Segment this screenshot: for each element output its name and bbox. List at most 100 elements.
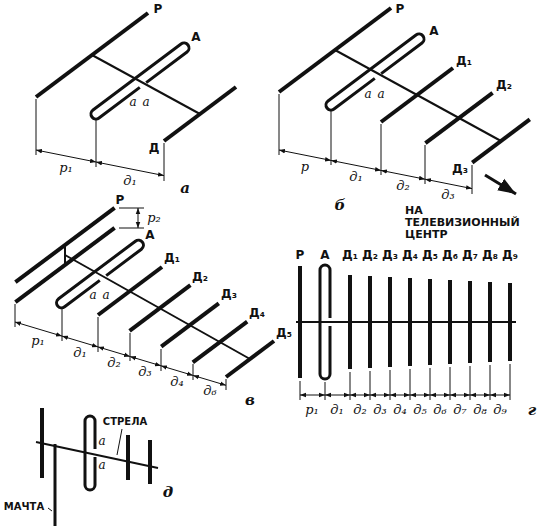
element-label: Р bbox=[116, 194, 125, 207]
dimension-line bbox=[390, 395, 410, 396]
boom bbox=[335, 50, 501, 141]
boom bbox=[36, 442, 158, 468]
terminal-label: а bbox=[89, 289, 96, 302]
antenna-element bbox=[348, 275, 352, 369]
antenna-element bbox=[98, 267, 162, 315]
direction-arrow bbox=[485, 175, 516, 194]
mast bbox=[54, 444, 57, 526]
dimension-line bbox=[300, 395, 325, 396]
extension-line bbox=[325, 382, 326, 400]
antenna-element bbox=[15, 228, 114, 302]
dimension-label: р₁ bbox=[59, 161, 73, 175]
element-label: Д₆ bbox=[442, 249, 458, 262]
terminal-label: а bbox=[142, 96, 149, 109]
antenna-d bbox=[36, 408, 158, 526]
extension-line bbox=[193, 364, 194, 380]
dimension-line bbox=[430, 395, 450, 396]
dimension-label: д₅ bbox=[413, 403, 426, 417]
leader-line bbox=[117, 429, 122, 455]
antenna-element bbox=[408, 278, 412, 366]
element-label: А bbox=[320, 249, 329, 262]
terminal-label: а bbox=[98, 459, 105, 472]
antenna-element bbox=[381, 68, 453, 122]
element-label: Д bbox=[149, 142, 160, 155]
antenna-element bbox=[164, 87, 236, 141]
boom bbox=[65, 255, 250, 359]
antenna-element bbox=[40, 408, 44, 478]
dimension-label: р bbox=[301, 160, 309, 174]
element-label: Д₁ bbox=[342, 249, 358, 262]
folded-dipole bbox=[320, 265, 330, 379]
dimension-label: р₁ bbox=[31, 334, 45, 348]
panel-letter: в bbox=[245, 392, 255, 409]
dimension-label: д₂ bbox=[107, 356, 120, 370]
terminal-label: а bbox=[377, 88, 384, 101]
terminal-label: а bbox=[98, 435, 105, 448]
dimension-label: д₄ bbox=[170, 375, 183, 389]
boom bbox=[92, 55, 200, 114]
antenna-element bbox=[388, 277, 392, 367]
antenna-element bbox=[193, 322, 247, 363]
dimension-label: р₂ bbox=[147, 211, 161, 225]
antenna-element bbox=[36, 13, 148, 97]
element-label: Р bbox=[154, 3, 163, 16]
element-label: Д₅ bbox=[422, 249, 438, 262]
extension-line bbox=[331, 111, 332, 165]
dimension-label: д₁ bbox=[330, 403, 343, 417]
antenna-element bbox=[126, 435, 130, 480]
extension-line bbox=[161, 349, 162, 371]
dimension-label: д₆ bbox=[433, 403, 446, 417]
antenna-element bbox=[488, 282, 492, 362]
antenna-element bbox=[468, 281, 472, 363]
element-label: Д₂ bbox=[496, 79, 512, 92]
antenna-element bbox=[161, 303, 219, 346]
panel-letter: а bbox=[180, 180, 190, 197]
antenna-element bbox=[448, 280, 452, 364]
dimension-label: д₃ bbox=[441, 188, 454, 202]
dimension-line bbox=[325, 395, 350, 396]
antenna-b bbox=[279, 8, 530, 194]
dimension-label: д₃ bbox=[138, 365, 151, 379]
direction-note: НА ТЕЛЕВИЗИОННЫЙ ЦЕНТР bbox=[405, 205, 540, 241]
dimension-label: д₉ bbox=[493, 403, 506, 417]
dimension-label: д₁ bbox=[349, 170, 362, 184]
element-label: Д₂ bbox=[362, 249, 378, 262]
leader-line bbox=[48, 508, 52, 511]
antenna-element bbox=[298, 266, 302, 378]
element-label: Д₄ bbox=[402, 249, 418, 262]
extension-line bbox=[350, 372, 351, 400]
extension-line bbox=[119, 228, 144, 229]
terminal-label: а bbox=[129, 96, 136, 109]
dimension-line bbox=[450, 395, 470, 396]
element-label: Р bbox=[296, 249, 305, 262]
antenna-element bbox=[368, 276, 372, 368]
antenna-a bbox=[36, 13, 236, 181]
extension-line bbox=[370, 371, 371, 400]
element-label: Д₈ bbox=[482, 249, 498, 262]
extension-line bbox=[96, 120, 97, 167]
dimension-label: д₂ bbox=[353, 403, 366, 417]
element-label: А bbox=[429, 25, 438, 38]
dimension-label: д₄ bbox=[393, 403, 406, 417]
antenna-element bbox=[15, 208, 114, 282]
dimension-label: р₁ bbox=[305, 403, 319, 417]
element-label: Д₁ bbox=[456, 55, 472, 68]
element-label: Д₇ bbox=[462, 249, 478, 262]
antenna-element bbox=[148, 440, 152, 484]
panel-letter: б bbox=[335, 197, 346, 214]
antenna-element bbox=[425, 93, 492, 143]
element-label: Д₄ bbox=[249, 307, 265, 320]
terminal-label: а bbox=[364, 88, 371, 101]
extension-line bbox=[425, 145, 426, 184]
antenna-g bbox=[296, 265, 516, 400]
element-label: А bbox=[191, 31, 200, 44]
dimension-label: д₂ bbox=[396, 179, 409, 193]
element-label: Р bbox=[396, 3, 405, 16]
panel-letter: г bbox=[528, 402, 536, 419]
antenna-element bbox=[508, 283, 512, 361]
element-label: Д₂ bbox=[192, 271, 208, 284]
dimension-line bbox=[370, 395, 390, 396]
